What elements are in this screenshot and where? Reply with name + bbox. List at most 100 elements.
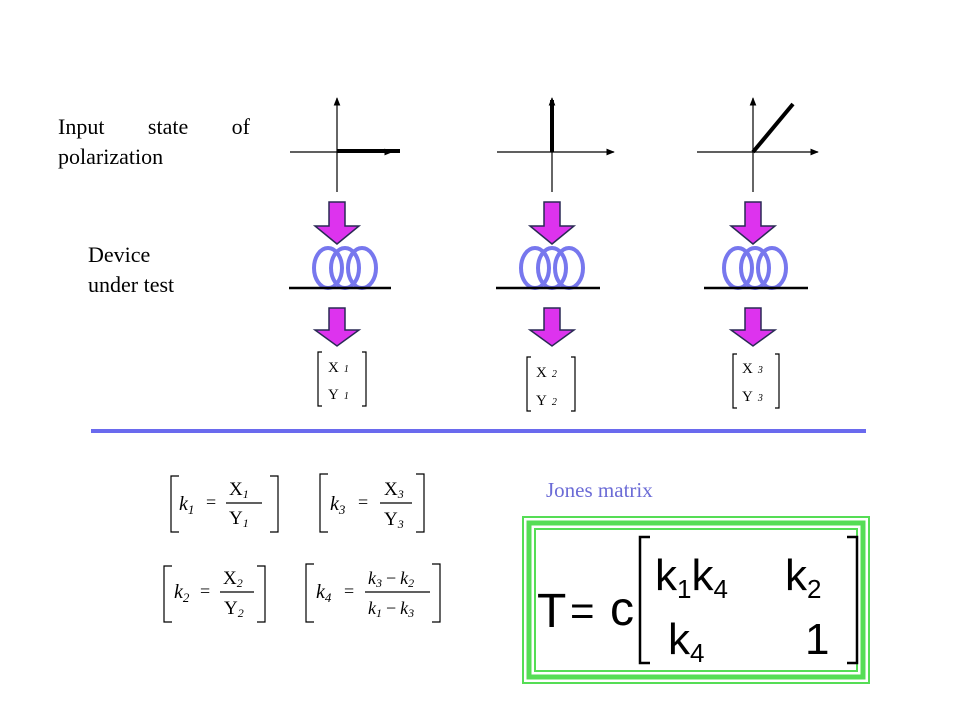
output-y1-sub: 1 xyxy=(344,391,349,402)
svg-text:Y2: Y2 xyxy=(224,598,244,620)
k4-den-b: k xyxy=(400,598,409,618)
svg-text:X2: X2 xyxy=(223,568,243,590)
output-vector-1 xyxy=(317,351,367,407)
polarization-word: polarization xyxy=(58,144,164,169)
diagonal-polarization-vector xyxy=(751,102,795,154)
input-word: Input xyxy=(58,114,105,139)
m22-one: 1 xyxy=(805,615,829,664)
equation-k1: k1 = X1 Y1 xyxy=(170,475,279,533)
equation-k4: k4 = k3−k2 k1−k3 xyxy=(305,563,441,623)
polarization-axes-2 xyxy=(497,97,615,192)
output-x2-sub: 2 xyxy=(552,369,557,380)
k2-num-sub: 2 xyxy=(237,576,243,590)
jones-matrix-label: Jones matrix xyxy=(546,478,653,502)
svg-text:Y3: Y3 xyxy=(742,389,763,405)
m12-sub: 2 xyxy=(807,574,821,604)
down-arrow-icon xyxy=(312,307,362,347)
fiber-coil-2 xyxy=(496,246,600,290)
m21-k: k xyxy=(668,615,691,664)
device-under-test-label: Device under test xyxy=(88,240,248,300)
k1-den: Y xyxy=(229,508,243,529)
svg-text:X2: X2 xyxy=(536,365,557,381)
m11-k4-sub: 4 xyxy=(713,574,727,604)
k4-den-op: − xyxy=(386,598,396,618)
matrix-lhs: T xyxy=(537,585,566,638)
k3-lhs-sub: 3 xyxy=(338,502,346,517)
down-arrow-icon xyxy=(312,201,362,245)
k3-eq: = xyxy=(358,492,368,512)
svg-text:k3: k3 xyxy=(330,493,346,517)
down-arrow-icon xyxy=(728,307,778,347)
state-word: state xyxy=(147,114,189,139)
equation-k2: k2 = X2 Y2 xyxy=(163,565,266,623)
equation-k3: k3 = X3 Y3 xyxy=(319,473,425,533)
svg-text:k4: k4 xyxy=(316,581,332,605)
k4-num-a-sub: 3 xyxy=(375,576,382,590)
svg-text:X1: X1 xyxy=(328,360,349,376)
svg-text:k1−k3: k1−k3 xyxy=(368,598,414,620)
k4-num-b-sub: 2 xyxy=(408,576,414,590)
fiber-coil-3 xyxy=(704,246,808,290)
output-x2: X xyxy=(536,365,547,381)
k2-den-sub: 2 xyxy=(238,606,244,620)
jones-matrix-equation: T = c k1k4 k2 k4 1 xyxy=(537,535,859,668)
matrix-scalar-c: c xyxy=(610,583,634,636)
input-polarization-label: Input state of polarization xyxy=(58,112,250,172)
svg-text:k3−k2: k3−k2 xyxy=(368,568,414,590)
device-word: Device xyxy=(88,242,151,267)
k3-den-sub: 3 xyxy=(397,517,404,531)
k3-den: Y xyxy=(384,509,398,530)
polarization-axes-1 xyxy=(290,97,400,192)
svg-text:Y3: Y3 xyxy=(384,509,404,531)
k1-num: X xyxy=(229,479,243,500)
m12-k: k xyxy=(785,551,808,600)
output-y2-sub: 2 xyxy=(552,397,557,408)
k4-den-b-sub: 3 xyxy=(407,606,414,620)
output-y1: Y xyxy=(328,387,339,403)
k1-eq: = xyxy=(206,492,216,512)
svg-text:k2: k2 xyxy=(174,581,190,605)
k2-den: Y xyxy=(224,598,238,619)
under-test-words: under test xyxy=(88,272,175,297)
output-vector-2 xyxy=(526,356,576,412)
k2-num: X xyxy=(223,568,237,589)
k4-eq: = xyxy=(344,581,354,601)
k4-num-b: k xyxy=(400,568,409,588)
m11-k4: k xyxy=(691,551,714,600)
matrix-eq: = xyxy=(570,587,595,634)
k1-lhs-sub: 1 xyxy=(188,502,195,517)
k1-lhs: k xyxy=(179,493,189,515)
down-arrow-icon xyxy=(527,307,577,347)
output-vector-3 xyxy=(732,353,780,409)
output-x1-sub: 1 xyxy=(344,364,349,375)
svg-text:Y1: Y1 xyxy=(229,508,249,530)
svg-text:Y1: Y1 xyxy=(328,387,349,403)
k3-num-sub: 3 xyxy=(397,487,404,501)
down-arrow-icon xyxy=(728,201,778,245)
svg-text:X1: X1 xyxy=(229,479,249,501)
k4-num-op: − xyxy=(386,568,396,588)
output-y3: Y xyxy=(742,389,753,405)
k2-lhs-sub: 2 xyxy=(183,590,190,605)
output-x3-sub: 3 xyxy=(757,365,763,376)
svg-text:X3: X3 xyxy=(742,361,763,377)
k3-lhs: k xyxy=(330,493,340,515)
down-arrow-icon xyxy=(527,201,577,245)
k2-eq: = xyxy=(200,581,210,601)
of-word: of xyxy=(231,114,250,139)
svg-text:Y2: Y2 xyxy=(536,393,557,409)
output-y3-sub: 3 xyxy=(757,393,763,404)
m11-k1-sub: 1 xyxy=(677,574,691,604)
k2-lhs: k xyxy=(174,581,184,603)
output-x1: X xyxy=(328,360,339,376)
m21-sub: 4 xyxy=(690,638,704,668)
k1-den-sub: 1 xyxy=(243,516,249,530)
svg-text:k1: k1 xyxy=(179,493,194,517)
k4-den-a: k xyxy=(368,598,377,618)
k4-num-a: k xyxy=(368,568,377,588)
k4-lhs: k xyxy=(316,581,326,603)
m11-k1: k xyxy=(655,551,678,600)
svg-text:X3: X3 xyxy=(384,479,404,501)
svg-text:k2: k2 xyxy=(785,551,821,604)
